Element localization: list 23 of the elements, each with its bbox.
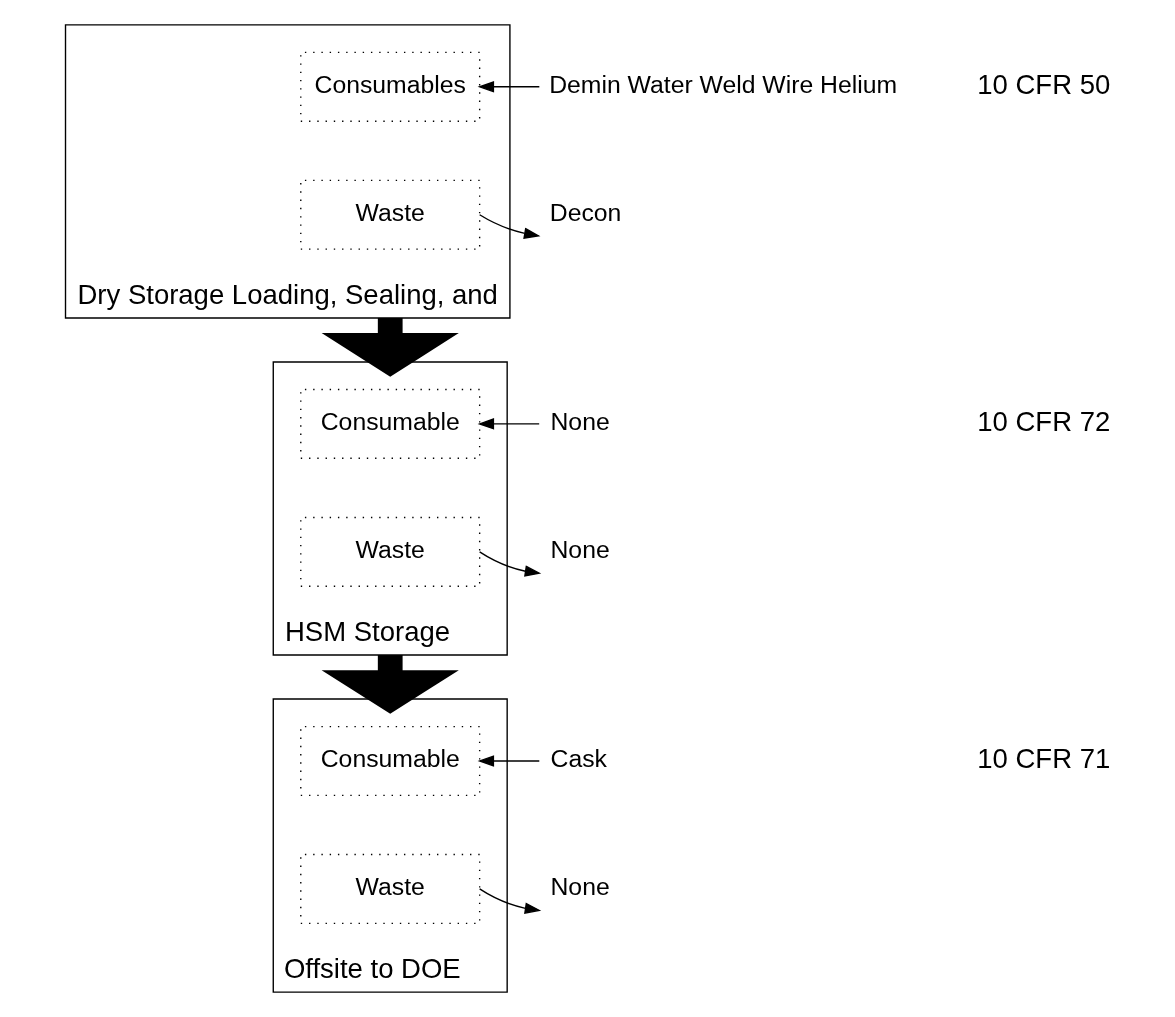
- node-text: None: [550, 872, 610, 900]
- arrow: [478, 551, 541, 577]
- label: 10 CFR 50: [976, 68, 1110, 100]
- node-text: Decon: [549, 198, 621, 226]
- node-text: None: [550, 407, 610, 435]
- arrow: [477, 418, 540, 430]
- arrow: [478, 888, 541, 914]
- node-text: None: [550, 535, 610, 563]
- label: 10 CFR 72: [976, 405, 1110, 437]
- node-box: Waste: [299, 179, 480, 250]
- node-box: Consumable: [299, 388, 480, 459]
- label: 10 CFR 71: [976, 742, 1110, 774]
- node-box: Waste: [299, 516, 480, 587]
- arrow: [321, 317, 459, 377]
- node-box: Consumable: [299, 725, 480, 797]
- arrow: [321, 655, 459, 714]
- node-box: Consumables: [299, 51, 480, 122]
- arrow: [477, 81, 540, 93]
- arrow: [478, 214, 540, 240]
- node-text: Cask: [550, 745, 607, 773]
- node-text: Demin Water Weld Wire Helium: [548, 70, 897, 98]
- node-box: Waste: [299, 853, 480, 925]
- arrow: [477, 755, 540, 767]
